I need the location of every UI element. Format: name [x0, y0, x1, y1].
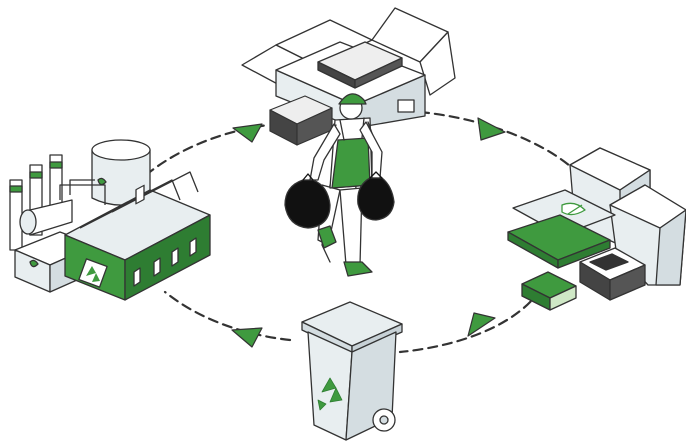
paper-cardboard-stack-icon — [507, 147, 686, 311]
worker-carrying-trash-bags-icon — [284, 93, 395, 277]
arrow-top-right-icon — [477, 117, 506, 141]
open-box-icon — [241, 7, 456, 129]
recycling-bin-icon — [301, 301, 403, 441]
cycle-arc-top-right — [418, 110, 582, 177]
arrow-bottom-left-icon — [231, 327, 263, 348]
trash-bag-left-icon — [284, 179, 331, 229]
trash-bag-right-icon — [357, 177, 395, 221]
recycling-factory-icon — [9, 139, 211, 301]
recycle-symbol-icon — [317, 377, 343, 411]
arrow-top-left-icon — [232, 123, 263, 143]
cycle-arrows — [231, 117, 506, 348]
cycle-arc-bottom-right — [398, 288, 542, 354]
paper-stack-left-icon — [269, 95, 333, 146]
cycle-arc-bottom-left — [163, 290, 292, 342]
factory-recycle-symbol-icon — [86, 266, 100, 282]
box-and-worker — [241, 7, 456, 277]
arrow-bottom-right-icon — [467, 312, 496, 337]
